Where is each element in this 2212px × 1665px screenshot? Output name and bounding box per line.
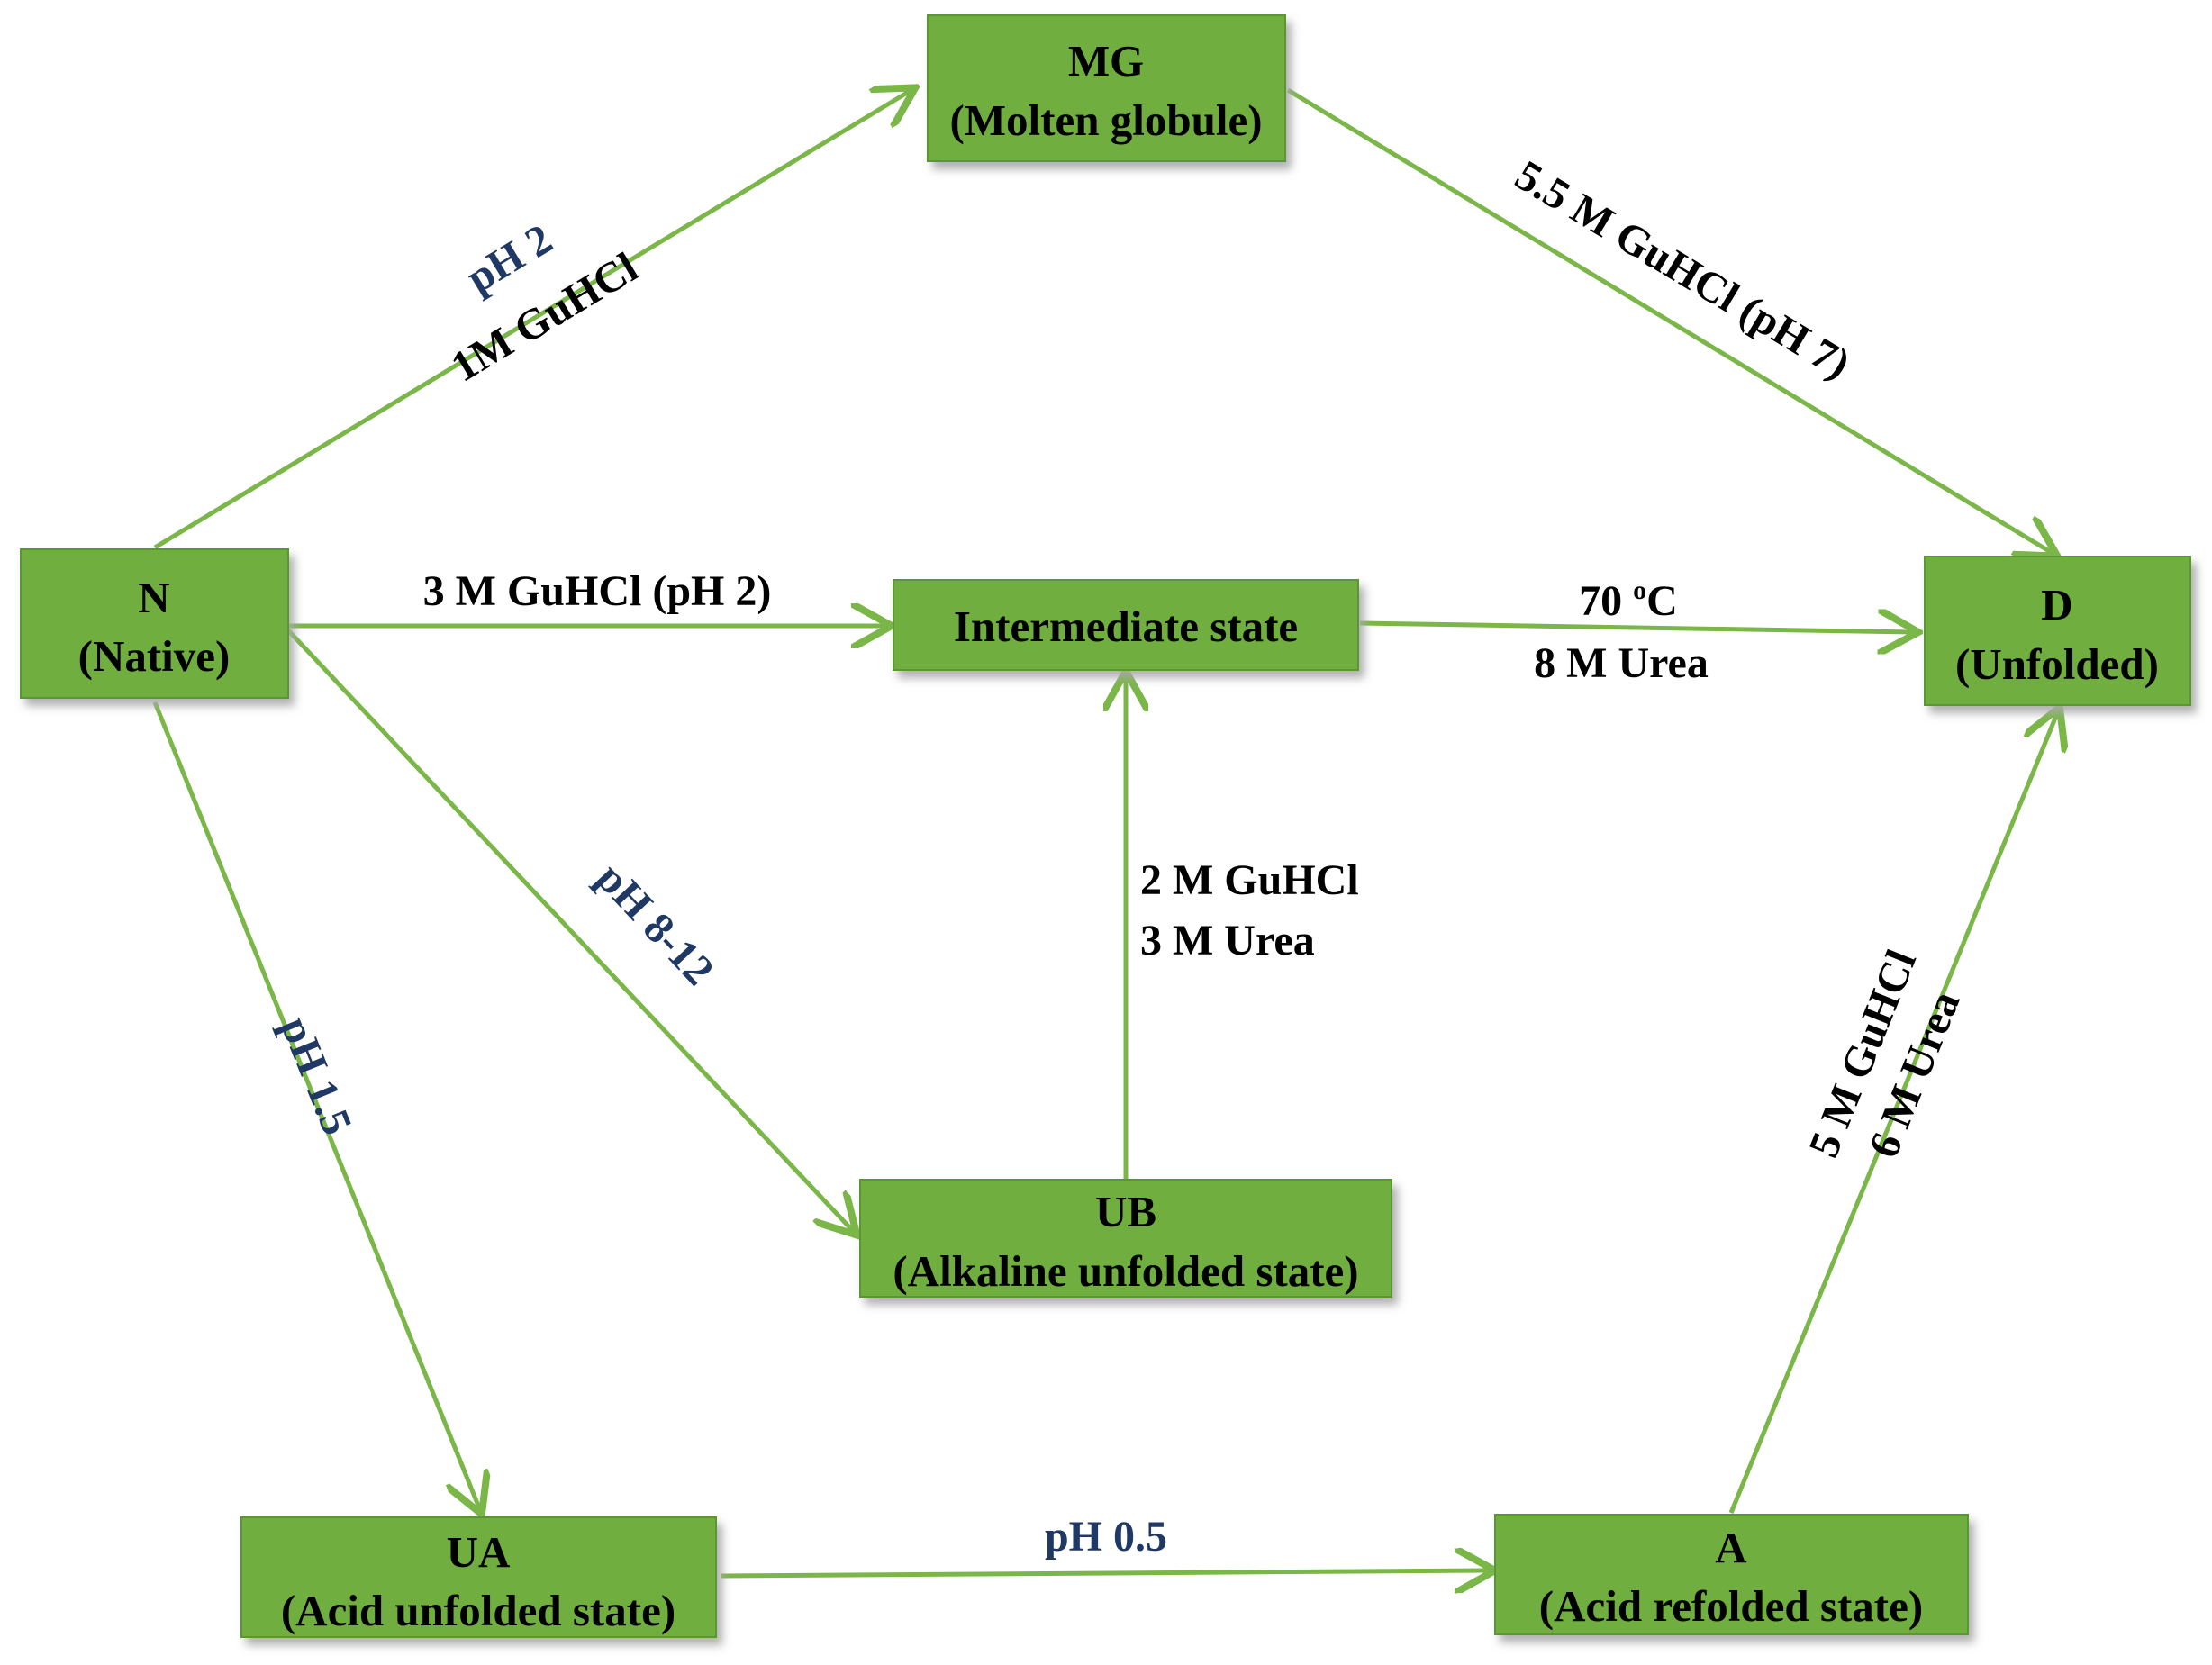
node-ub-subtitle: (Alkaline unfolded state) [893,1246,1358,1296]
node-mg: MG (Molten globule) [927,14,1286,162]
node-intermediate: Intermediate state [893,579,1359,671]
arrow-n-to-ua [152,701,480,1510]
label-group-n-to-ub: pH 8-12 [587,854,723,994]
arrow-n-to-ub [286,629,854,1232]
node-ub-title: UB [1095,1187,1156,1236]
arrow-a-to-d [1728,711,2058,1514]
node-mg-subtitle: (Molten globule) [949,95,1262,145]
label-ub-to-intermediate-guhcl: 2 M GuHCl [1140,856,1359,904]
node-d-subtitle: (Unfolded) [1955,639,2159,689]
node-n-subtitle: (Native) [78,631,231,681]
node-n: N (Native) [20,548,289,699]
node-d-title: D [2041,580,2072,629]
node-mg-title: MG [1068,36,1144,86]
label-group-n-to-mg: pH 2 1M GuHCl [443,215,646,392]
node-a-title: A [1715,1523,1747,1572]
label-mg-to-d: 5.5 M GuHCl (pH 7) [1507,151,1858,388]
label-group-mg-to-d: 5.5 M GuHCl (pH 7) [1507,151,1858,388]
node-a: A (Acid refolded state) [1494,1514,1969,1635]
node-ua-subtitle: (Acid unfolded state) [281,1586,675,1635]
label-n-to-ub: pH 8-12 [587,854,723,994]
node-intermediate-title: Intermediate state [954,602,1298,651]
label-ub-to-intermediate-urea: 3 M Urea [1140,917,1315,964]
label-ua-to-a: pH 0.5 [1045,1513,1167,1561]
node-ua: UA (Acid unfolded state) [240,1516,717,1638]
label-intermediate-to-d-temp: 70 oC [1579,575,1678,625]
node-a-subtitle: (Acid refolded state) [1539,1581,1923,1631]
arrow-n-to-mg [153,90,911,550]
label-intermediate-to-d-urea: 8 M Urea [1534,639,1709,687]
arrow-ua-to-a [720,1570,1491,1576]
node-ua-title: UA [447,1527,511,1577]
label-n-to-ua: pH 1.5 [271,1009,361,1141]
arrow-mg-to-d [1286,87,2053,554]
node-d: D (Unfolded) [1924,556,2191,706]
arrow-intermediate-to-d [1359,623,1914,632]
node-n-title: N [138,573,169,622]
node-ub: UB (Alkaline unfolded state) [859,1179,1392,1298]
label-group-n-to-ua: pH 1.5 [271,1009,361,1141]
label-n-to-intermediate: 3 M GuHCl (pH 2) [423,567,772,615]
